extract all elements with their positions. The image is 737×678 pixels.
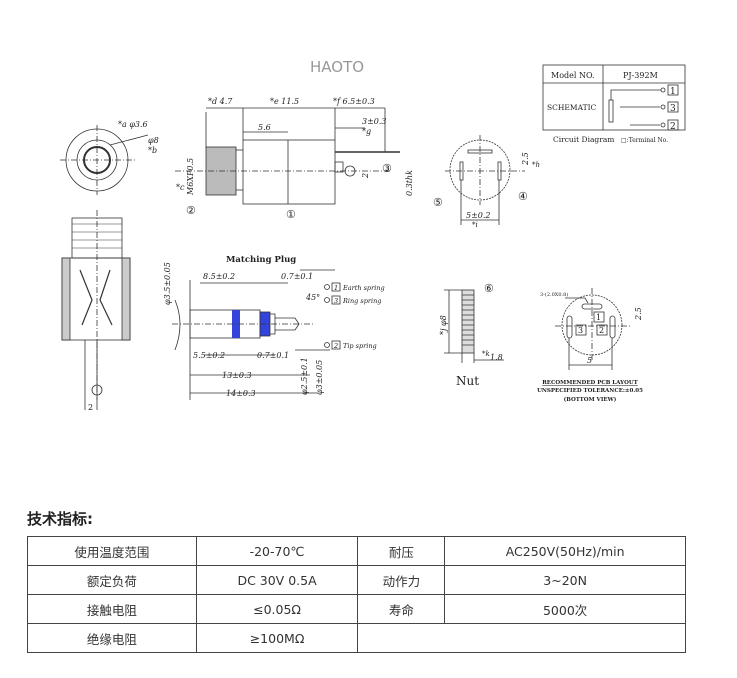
technical-drawing: HAOTO *a φ3.6 φ8 *b 2 *d 4.7 *e 11.5 *f … bbox=[60, 58, 686, 412]
plug-title: Matching Plug bbox=[226, 255, 296, 265]
dim-d: *d 4.7 bbox=[208, 97, 233, 106]
pcb-layout: 1 3 2 3-(2.0X0.8) 5 2.5 RECOMMENDED PCB … bbox=[537, 288, 643, 403]
spec-key: 使用温度范围 bbox=[27, 536, 197, 566]
specs-title: 技术指标: bbox=[27, 510, 93, 528]
side-view: *d 4.7 *e 11.5 *f 6.5±0.3 5.6 3±0.3 *g M… bbox=[175, 97, 414, 221]
table-row: 绝缘电阻 ≥100MΩ bbox=[27, 623, 686, 653]
schematic-box: Model NO. PJ-392M SCHEMATIC 1 3 2 Circui… bbox=[542, 64, 686, 144]
pcb-line3: (BOTTOM VIEW) bbox=[564, 396, 617, 403]
dim-k: *k bbox=[482, 350, 490, 358]
terminal-note: □:Terminal No. bbox=[621, 137, 668, 144]
callout-3: ③ bbox=[382, 162, 392, 175]
dim-two: 2 bbox=[88, 403, 93, 412]
dim-thk: 0.3thk bbox=[405, 170, 414, 196]
model-value: PJ-392M bbox=[623, 71, 658, 80]
matching-plug: Matching Plug 8.5±0.2 0.7±0.1 5.5±0.2 0.… bbox=[163, 255, 385, 400]
spec-key: 额定负荷 bbox=[27, 565, 197, 595]
bottom-view: 5±0.2 *i 2.5 *h ⑤ ④ bbox=[433, 135, 540, 229]
dim-h-val: 2.5 bbox=[521, 152, 530, 166]
spec-key: 接触电阻 bbox=[27, 594, 197, 624]
table-row: 使用温度范围 -20-70℃ 耐压 AC250V(50Hz)/min bbox=[27, 536, 686, 566]
dim-plug-7: φ3.5±0.05 bbox=[163, 262, 172, 305]
spring-2-label: Tip spring bbox=[343, 342, 377, 350]
section-view: 2 bbox=[61, 210, 131, 412]
pad-1: 1 bbox=[596, 313, 601, 322]
terminal-3: 3 bbox=[670, 104, 676, 114]
terminal-2: 2 bbox=[670, 122, 676, 132]
dim-plug-8: φ2.5±0.1 bbox=[300, 357, 309, 395]
dim-body-len: 5.6 bbox=[258, 123, 271, 132]
table-row: 接触电阻 ≤0.05Ω 寿命 5000次 bbox=[27, 594, 686, 624]
dim-j: *j φ8 bbox=[439, 315, 448, 335]
spring-1-no: 1 bbox=[334, 284, 338, 292]
pcb-line1: RECOMMENDED PCB LAYOUT bbox=[542, 380, 638, 386]
spring-1-label: Earth spring bbox=[342, 284, 385, 292]
spec-key: 寿命 bbox=[357, 594, 446, 624]
spec-value: 5000次 bbox=[444, 594, 686, 624]
dim-plug-6: 14±0.3 bbox=[226, 389, 256, 398]
nut-view: Nut *j φ8 *k 1.8 ⑥ bbox=[439, 282, 504, 388]
callout-5: ⑤ bbox=[433, 196, 443, 209]
spec-value: 3~20N bbox=[444, 565, 686, 595]
callout-2: ② bbox=[186, 204, 196, 217]
nut-label: Nut bbox=[456, 374, 479, 388]
pcb-hole: 3-(2.0X0.8) bbox=[540, 291, 568, 298]
dim-plug-5: 13±0.3 bbox=[222, 371, 252, 380]
spec-key: 绝缘电阻 bbox=[27, 623, 197, 653]
dim-i-val: 5±0.2 bbox=[466, 211, 491, 220]
dim-i: *i bbox=[472, 221, 478, 229]
dim-k-val: 1.8 bbox=[490, 353, 503, 362]
model-label: Model NO. bbox=[551, 71, 595, 80]
spec-value: -20-70℃ bbox=[195, 536, 359, 566]
spring-3-no: 3 bbox=[334, 297, 338, 305]
dim-plug-3: 5.5±0.2 bbox=[193, 351, 225, 360]
spring-2-no: 2 bbox=[333, 342, 338, 350]
dim-f: *f 6.5±0.3 bbox=[333, 97, 375, 106]
spec-value: AC250V(50Hz)/min bbox=[444, 536, 686, 566]
dim-plug-9: φ3±0.05 bbox=[315, 360, 324, 395]
spring-3-label: Ring spring bbox=[342, 297, 381, 305]
dim-g-val: 3±0.3 bbox=[362, 117, 387, 126]
spec-key: 耐压 bbox=[357, 536, 446, 566]
dim-thread: M6XP0.5 bbox=[186, 158, 195, 196]
pcb-line2: UNSPECIFIED TOLERANCE:±0.05 bbox=[537, 388, 643, 394]
callout-6: ⑥ bbox=[484, 282, 494, 295]
circuit-caption: Circuit Diagram bbox=[553, 135, 614, 144]
table-row: 额定负荷 DC 30V 0.5A 动作力 3~20N bbox=[27, 565, 686, 595]
dim-plug-1: 8.5±0.2 bbox=[203, 272, 235, 281]
dim-b: φ8 bbox=[148, 136, 159, 145]
dim-2: 2 bbox=[361, 173, 370, 179]
spec-key: 动作力 bbox=[357, 565, 446, 595]
dim-plug-2: 0.7±0.1 bbox=[281, 272, 313, 281]
dim-e: *e 11.5 bbox=[270, 97, 299, 106]
watermark: HAOTO bbox=[310, 58, 364, 76]
dim-plug-4: 0.7±0.1 bbox=[257, 351, 289, 360]
callout-4: ④ bbox=[518, 190, 528, 203]
pad-2: 2 bbox=[599, 326, 604, 335]
specs-table: 使用温度范围 -20-70℃ 耐压 AC250V(50Hz)/min 额定负荷 … bbox=[27, 536, 686, 653]
empty-cell bbox=[357, 623, 686, 653]
dim-c: *c bbox=[176, 183, 185, 192]
dim-h: *h bbox=[532, 161, 540, 169]
schematic-label: SCHEMATIC bbox=[547, 103, 597, 112]
spec-value: ≥100MΩ bbox=[195, 623, 359, 653]
dim-b2: *b bbox=[148, 146, 157, 155]
front-view: *a φ3.6 φ8 *b bbox=[60, 120, 159, 195]
dim-plug-10: 45° bbox=[305, 293, 320, 302]
dim-a: *a φ3.6 bbox=[118, 120, 148, 129]
spec-value: ≤0.05Ω bbox=[195, 594, 359, 624]
pcb-pitch: 5 bbox=[587, 356, 592, 365]
pad-3: 3 bbox=[578, 326, 583, 335]
terminal-1: 1 bbox=[670, 87, 676, 97]
pcb-offset: 2.5 bbox=[634, 307, 643, 321]
spec-value: DC 30V 0.5A bbox=[195, 565, 359, 595]
dim-g: *g bbox=[362, 127, 371, 136]
callout-1: ① bbox=[286, 208, 296, 221]
